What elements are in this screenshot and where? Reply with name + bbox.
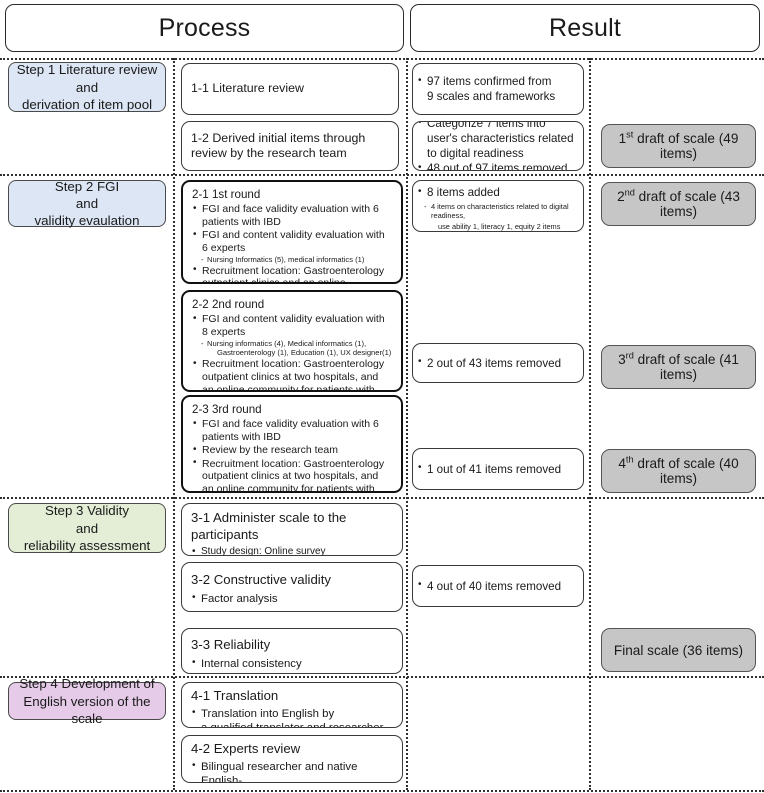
draft-box-4-label: 4th draft of scale (40 items) [618,454,739,486]
result-card-1-2[interactable]: Categorize 7 items into user's character… [412,121,584,171]
bullet-item: 2 out of 43 items removed [417,356,574,372]
process-card-1-1-title: 1-1 Literature review [191,81,304,96]
bullet-item: 48 out of 97 items removed [417,162,574,170]
step-4-label: Step 4 Development of English version of… [19,676,155,726]
process-card-3-3-bullets: Internal consistency [191,656,393,672]
row-divider-2 [0,497,764,499]
result-card-1-1-bullets: 97 items confirmed from 9 scales and fra… [417,74,574,104]
bullet-item: 4 items on characteristics related to di… [417,202,579,221]
bullet-item: Translation into English by a qualified … [191,706,393,727]
result-card-3-1[interactable]: 4 out of 40 items removed [412,565,584,607]
result-card-2-3-bullets: 1 out of 41 items removed [417,462,574,478]
row-divider-1 [0,174,764,176]
step-4-pill[interactable]: Step 4 Development of English version of… [8,676,166,726]
process-card-3-1-title: 3-1 Administer scale to the participants [191,510,347,542]
result-card-2-2-bullets: 2 out of 43 items removed [417,356,574,372]
bullet-item: Nursing Informatics (5), medical informa… [192,255,392,265]
col-divider-step-process [173,58,175,790]
process-card-2-1-bullets: FGI and face validity evaluation with 6 … [192,203,392,282]
process-card-3-1[interactable]: 3-1 Administer scale to the participants… [181,503,403,556]
bullet-item: Categorize 7 items into user's character… [417,122,574,161]
result-card-3-1-bullets: 4 out of 40 items removed [417,579,574,595]
draft-box-5-label: Final scale (36 items) [613,642,744,658]
bullet-item: Recruitment location: Gastroenterology o… [192,457,392,491]
row-divider-bottom [0,790,764,792]
process-card-2-2[interactable]: 2-2 2nd round FGI and content validity e… [181,290,403,392]
header-result-label: Result [548,13,622,42]
step-2-label: Step 2 FGI and validity evaulation [34,178,140,229]
col-divider-process-result [406,58,408,790]
result-card-2-3[interactable]: 1 out of 41 items removed [412,448,584,490]
bullet-item: 8 items added [417,186,579,201]
bullet-item: FGI and content validity evaluation with… [192,229,392,254]
bullet-item: Factor analysis [191,591,393,607]
bullet-item: FGI and face validity evaluation with 6 … [192,418,392,443]
process-card-2-1[interactable]: 2-1 1st round FGI and face validity eval… [181,180,403,284]
process-card-4-2-bullets: Bilingual researcher and native English-… [191,759,393,782]
process-card-2-2-title: 2-2 2nd round [192,298,265,311]
bullet-item: FGI and content validity evaluation with… [192,313,392,338]
draft-box-4[interactable]: 4th draft of scale (40 items) [601,449,756,493]
bullet-item: 1 out of 41 items removed [417,462,574,478]
result-card-2-1[interactable]: 8 items added4 items on characteristics … [412,180,584,232]
process-card-4-1[interactable]: 4-1 Translation Translation into English… [181,682,403,728]
bullet-item: Gastroenterology (1), Education (1), UX … [217,348,392,358]
process-card-3-3-title: 3-3 Reliability [191,637,271,652]
process-card-2-3-title: 2-3 3rd round [192,403,262,416]
draft-box-2[interactable]: 2nd draft of scale (43 items) [601,182,756,226]
result-card-1-2-bullets: Categorize 7 items into user's character… [417,122,574,170]
draft-box-5[interactable]: Final scale (36 items) [601,628,756,672]
step-1-pill[interactable]: Step 1 Literature review and derivation … [8,62,166,112]
step-3-label: Step 3 Validity and reliability assessme… [23,503,151,553]
process-card-1-2[interactable]: 1-2 Derived initial items through review… [181,121,399,171]
result-card-2-1-bullets: 8 items added4 items on characteristics … [417,186,579,231]
process-card-2-3[interactable]: 2-3 3rd round FGI and face validity eval… [181,395,403,493]
header-process-label: Process [158,13,251,42]
bullet-item: use ability 1, literacy 1, equity 2 item… [438,221,561,231]
process-card-3-2-bullets: Factor analysis [191,591,393,607]
process-card-3-1-bullets: Study design: Online surveyParticipants:… [191,545,393,555]
row-divider-3 [0,676,764,678]
process-card-1-1[interactable]: 1-1 Literature review [181,63,399,115]
process-card-2-3-bullets: FGI and face validity evaluation with 6 … [192,418,392,491]
bullet-item: Recruitment location: Gastroenterology o… [192,264,392,282]
draft-box-1-label: 1st draft of scale (49 items) [618,129,739,161]
process-card-4-1-bullets: Translation into English by a qualified … [191,706,393,727]
process-card-4-1-title: 4-1 Translation [191,688,279,703]
process-card-3-2[interactable]: 3-2 Constructive validity Factor analysi… [181,562,403,612]
result-card-1-1[interactable]: 97 items confirmed from 9 scales and fra… [412,63,584,115]
process-card-1-2-title: 1-2 Derived initial items through review… [191,130,366,161]
bullet-item: 4 out of 40 items removed [417,579,574,595]
draft-box-1[interactable]: 1st draft of scale (49 items) [601,124,756,168]
step-2-pill[interactable]: Step 2 FGI and validity evaulation [8,178,166,229]
process-card-4-2-title: 4-2 Experts review [191,741,301,756]
process-card-2-1-title: 2-1 1st round [192,188,261,201]
draft-box-3-label: 3rd draft of scale (41 items) [618,350,739,382]
bullet-item: Bilingual researcher and native English-… [191,759,393,782]
step-1-label: Step 1 Literature review and derivation … [16,62,158,112]
process-card-4-2[interactable]: 4-2 Experts review Bilingual researcher … [181,735,403,783]
header-result: Result [410,4,760,52]
process-card-2-2-bullets: FGI and content validity evaluation with… [192,313,392,390]
draft-box-2-label: 2nd draft of scale (43 items) [617,187,740,219]
bullet-item: FGI and face validity evaluation with 6 … [192,203,392,228]
bullet-item: Internal consistency [191,656,393,672]
bullet-item: Recruitment location: Gastroenterology o… [192,358,392,390]
process-card-3-3[interactable]: 3-3 Reliability Internal consistency [181,628,403,674]
step-3-pill[interactable]: Step 3 Validity and reliability assessme… [8,503,166,553]
col-divider-result-draft [589,58,591,790]
bullet-item: 97 items confirmed from 9 scales and fra… [417,75,574,104]
draft-box-3[interactable]: 3rd draft of scale (41 items) [601,345,756,389]
process-card-3-2-title: 3-2 Constructive validity [191,572,331,587]
result-card-2-2[interactable]: 2 out of 43 items removed [412,343,584,383]
row-divider-top [0,58,764,60]
bullet-item: Nursing informatics (4), Medical informa… [192,339,392,349]
bullet-item: Study design: Online survey [191,545,393,555]
bullet-item: Review by the research team [192,444,392,457]
header-process: Process [5,4,404,52]
